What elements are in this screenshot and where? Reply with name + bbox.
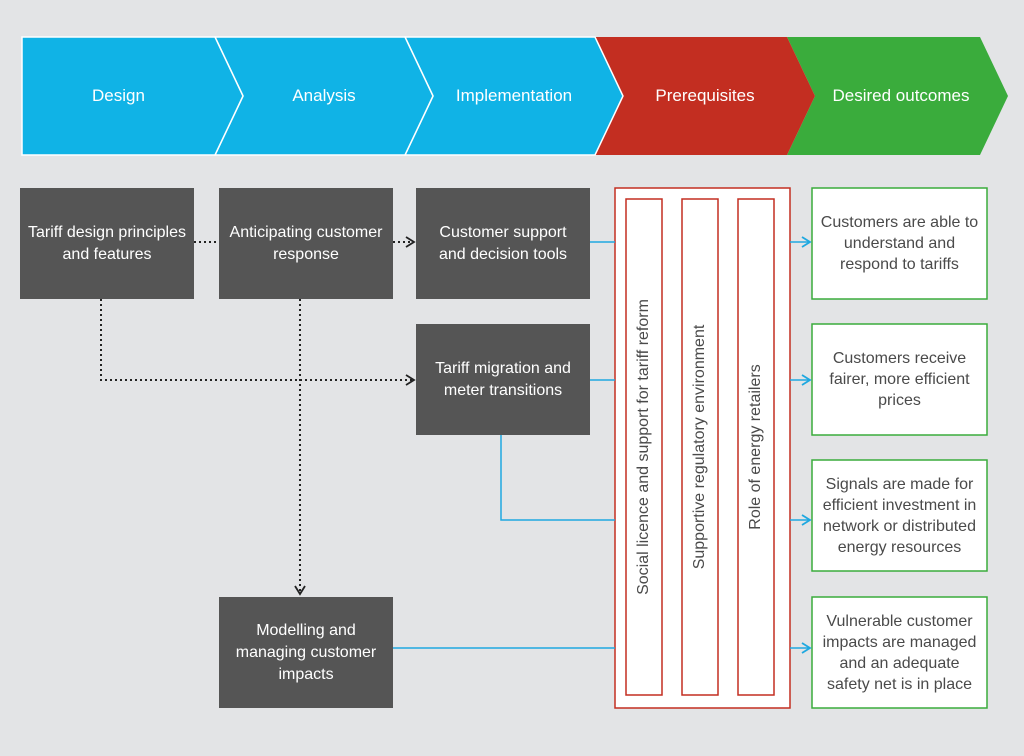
- box-label-customer-support: Customer support and decision tools: [438, 223, 568, 263]
- outcome-label-2: Customers receive fairer, more efficient…: [829, 350, 970, 409]
- stage-chevron-design: [21, 36, 244, 156]
- stage-label-implementation: Implementation: [455, 86, 573, 105]
- prerequisite-label-regulatory: Supportive regulatory environment: [691, 324, 708, 570]
- stage-label-prerequisites: Prerequisites: [655, 86, 755, 105]
- box-tariff-migration: [416, 324, 590, 435]
- outcome-box-2: [811, 323, 988, 436]
- box-anticipating-response: [219, 188, 393, 299]
- prerequisite-column-3: [737, 198, 775, 696]
- stage-chevron-prerequisites: [595, 37, 815, 155]
- box-label-modelling-impacts: Modelling and managing customer impacts: [235, 621, 377, 683]
- outcome-label-4: Vulnerable customer impacts are managed …: [822, 612, 977, 693]
- outcome-box-1: [811, 187, 988, 300]
- stage-label-desired-outcomes: Desired outcomes: [832, 86, 970, 105]
- box-label-tariff-design: Tariff design principles and features: [28, 223, 187, 263]
- outcome-label-1: Customers are able to understand and res…: [820, 214, 979, 273]
- stage-label-analysis: Analysis: [292, 86, 356, 105]
- outcome-label-3: Signals are made for efficient investmen…: [822, 475, 977, 556]
- prerequisite-label-retailers: Role of energy retailers: [747, 364, 764, 530]
- prerequisite-label-social-licence: Social licence and support for tariff re…: [635, 299, 652, 595]
- box-customer-support: [416, 188, 590, 299]
- dotted-arrow-design-to-migration: [100, 299, 416, 386]
- connector-migration-loop: [500, 435, 615, 521]
- outcome-box-4: [811, 596, 988, 709]
- box-label-tariff-migration: Tariff migration and meter transitions: [435, 359, 571, 399]
- prerequisite-column-1: [625, 198, 663, 696]
- box-modelling-impacts: [219, 597, 393, 708]
- outcome-box-3: [811, 459, 988, 572]
- box-tariff-design: [20, 188, 194, 299]
- box-label-anticipating-response: Anticipating customer response: [229, 223, 383, 263]
- prerequisite-column-2: [681, 198, 719, 696]
- stage-chevron-desired-outcomes: [787, 37, 1008, 155]
- stage-label-design: Design: [92, 86, 145, 105]
